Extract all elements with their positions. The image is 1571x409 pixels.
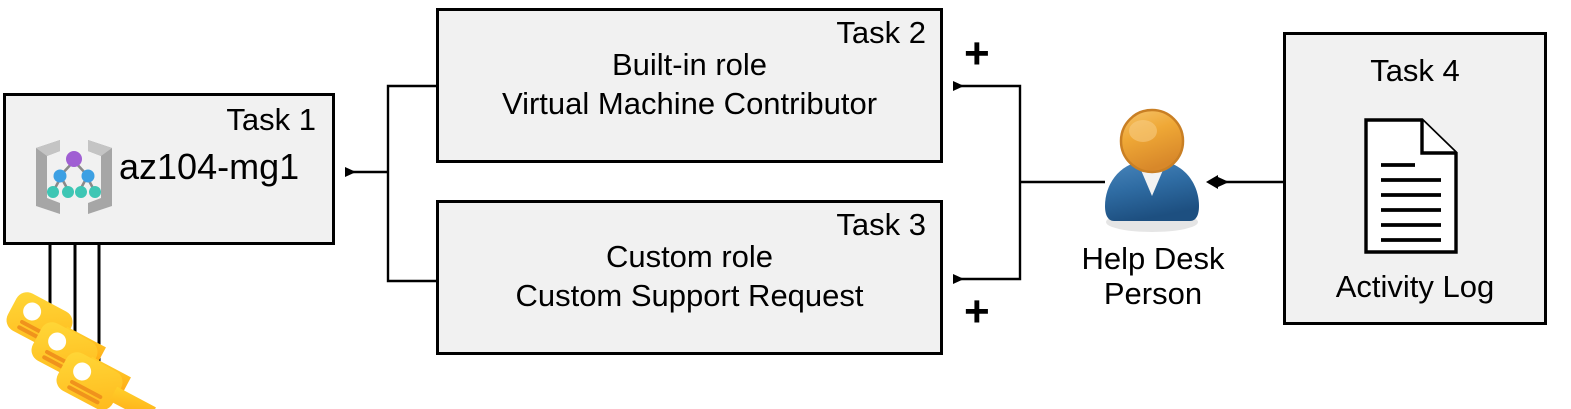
person-label-line1: Help Desk	[1081, 241, 1225, 276]
task3-tag: Task 3	[836, 207, 926, 242]
connector-person-to-activitylog	[1206, 175, 1294, 189]
task2-tag: Task 2	[836, 15, 926, 50]
task1-label: az104-mg1	[119, 146, 300, 187]
task4-label: Activity Log	[1335, 269, 1495, 305]
task2-role-type: Built-in role	[611, 47, 768, 82]
connector-person-to-task2	[953, 81, 1022, 182]
task1-box[interactable]: Task 1 az104-mg1	[3, 93, 335, 245]
task4-tag: Task 4	[1370, 53, 1460, 88]
task2-role-name: Virtual Machine Contributor	[501, 86, 878, 121]
person-label: Help Desk Person	[1063, 241, 1243, 311]
connector-roles-to-mg	[345, 84, 436, 283]
task4-box[interactable]: Task 4 Activity Log	[1283, 32, 1547, 325]
plus-operator-top: +	[964, 29, 990, 78]
task2-box[interactable]: Task 2 Built-in role Virtual Machine Con…	[436, 8, 943, 163]
task3-role-name: Custom Support Request	[515, 278, 864, 313]
person-label-line2: Person	[1103, 275, 1203, 311]
task3-box[interactable]: Task 3 Custom role Custom Support Reques…	[436, 200, 943, 355]
plus-operator-bottom: +	[964, 287, 990, 336]
task3-role-type: Custom role	[605, 239, 774, 274]
task1-tag: Task 1	[226, 102, 316, 137]
connector-person-to-task3	[953, 182, 1022, 284]
